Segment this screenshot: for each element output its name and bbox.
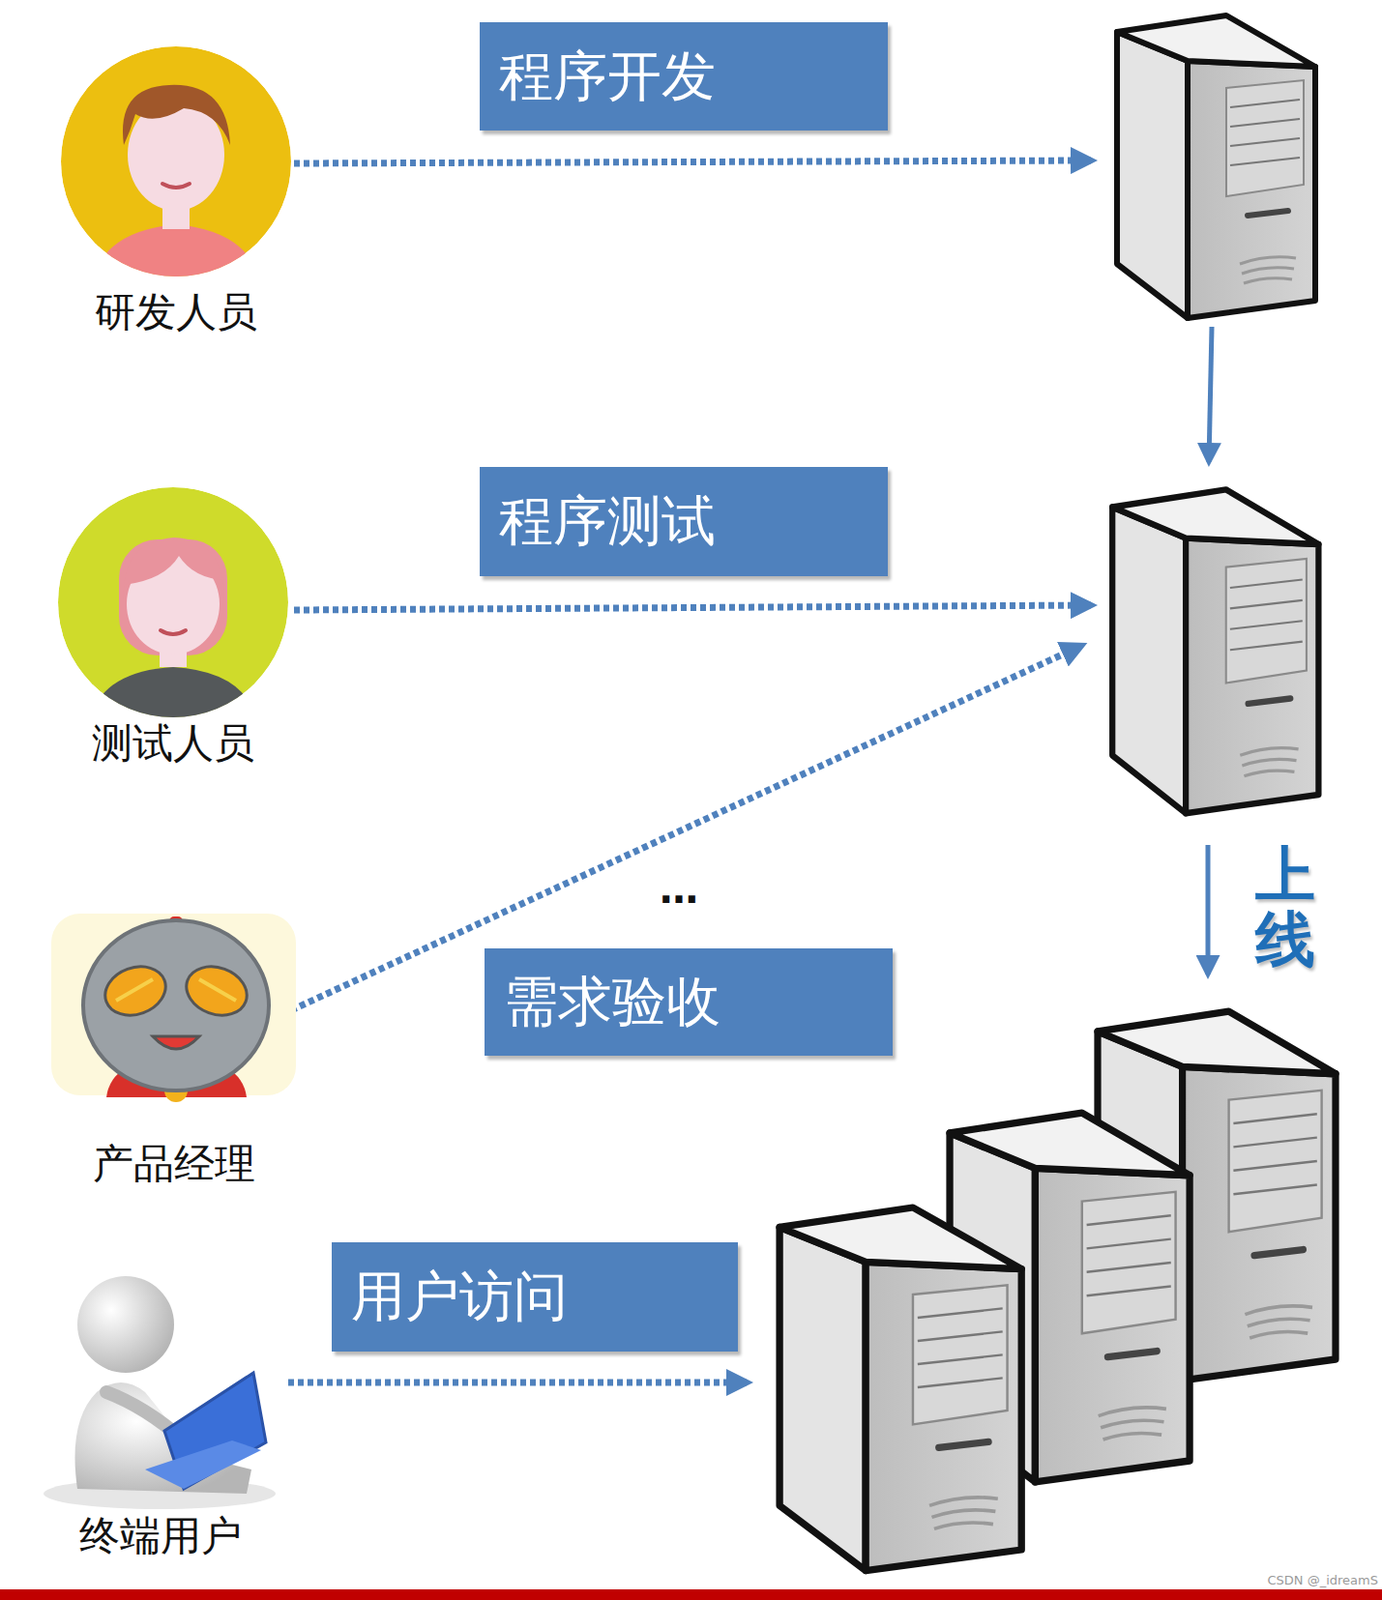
step-box: 程序测试 xyxy=(479,467,888,577)
server-icon xyxy=(779,1207,1022,1572)
user-figure xyxy=(43,1276,276,1510)
step-label: 程序测试 xyxy=(499,490,716,553)
step-label: 需求验收 xyxy=(503,970,721,1033)
watermark: CSDN @_idreamS xyxy=(1208,1574,1379,1588)
step-box: 需求验收 xyxy=(484,948,893,1057)
ellipsis-label: … xyxy=(640,870,718,910)
role-avatar: 测试人员 xyxy=(58,487,289,718)
step-label: 用户访问 xyxy=(351,1265,568,1328)
tester-avatar xyxy=(58,487,289,736)
server-icon xyxy=(1112,489,1319,814)
solid-arrow xyxy=(1208,326,1212,463)
step-label: 程序开发 xyxy=(499,45,716,108)
role-label: 研发人员 xyxy=(22,290,330,335)
dotted-arrow xyxy=(294,160,1091,164)
role-avatar: 产品经理 xyxy=(51,913,296,1098)
developer-avatar xyxy=(60,46,292,291)
role-label: 产品经理 xyxy=(12,1142,335,1187)
robot-avatar xyxy=(51,913,296,1103)
server-icon xyxy=(1117,15,1316,319)
dotted-arrow xyxy=(294,605,1091,611)
role-label: 终端用户 xyxy=(1,1514,320,1559)
solid-arrow xyxy=(1205,845,1211,975)
step-box: 用户访问 xyxy=(331,1242,738,1353)
step-box: 程序开发 xyxy=(479,22,888,131)
role-avatar: 终端用户 xyxy=(40,1255,281,1511)
dotted-arrow xyxy=(288,1380,747,1387)
role-avatar: 研发人员 xyxy=(60,46,292,277)
deploy-label: 上线 xyxy=(1255,843,1324,973)
bottom-rule xyxy=(0,1589,1382,1600)
role-label: 测试人员 xyxy=(19,721,327,766)
